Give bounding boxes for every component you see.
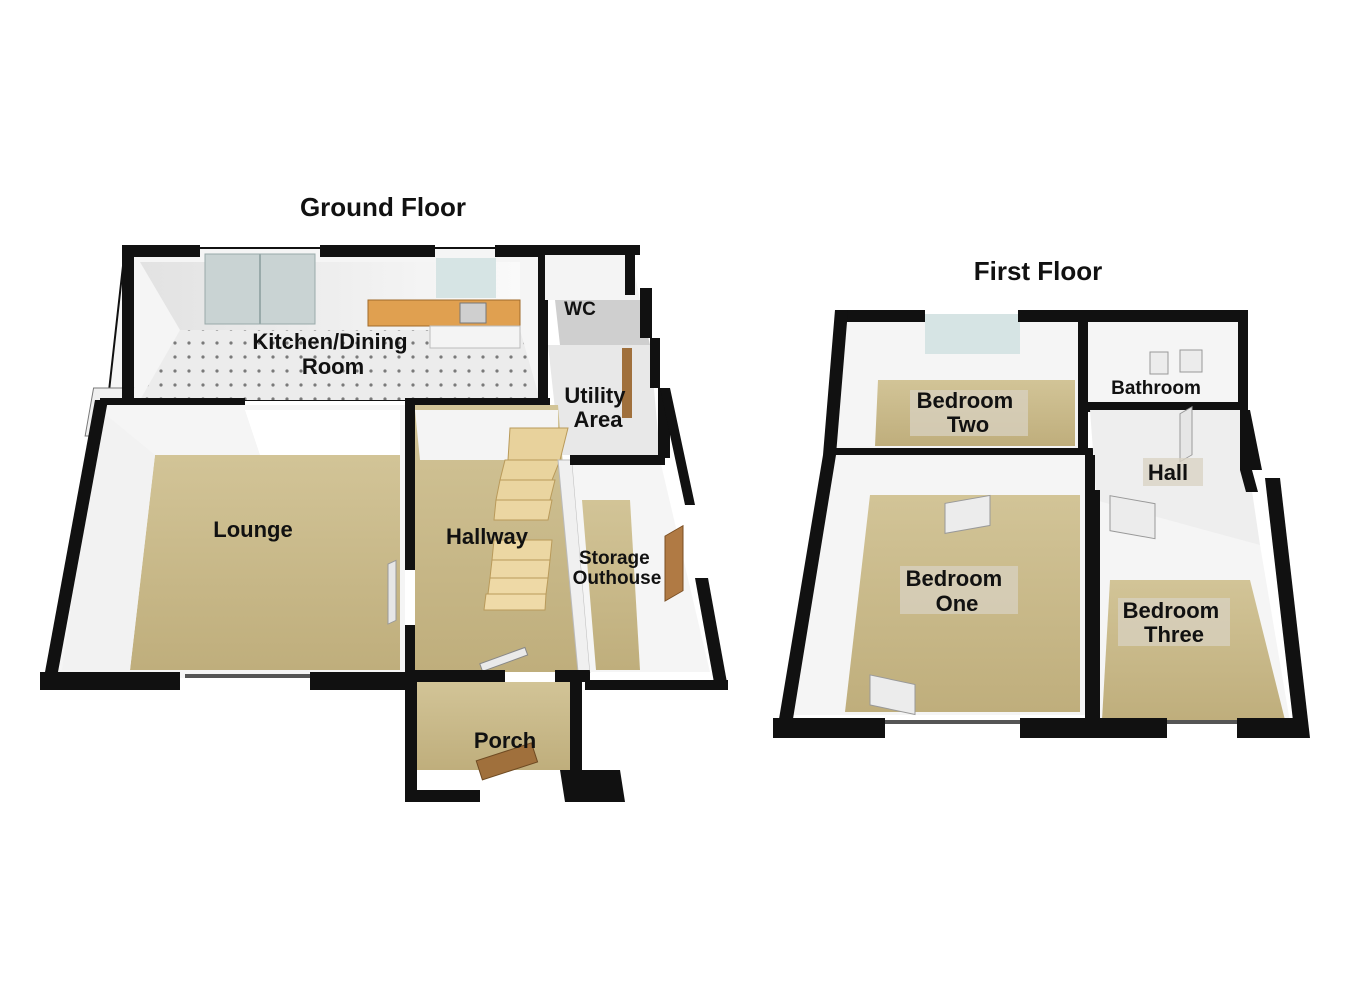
porch-door-icon xyxy=(475,742,539,781)
utility-door-icon xyxy=(622,348,632,418)
ground-floor: Ground Floor Kitchen/Dining xyxy=(40,192,728,802)
toilet-icon xyxy=(1149,351,1169,375)
lounge-room: Lounge xyxy=(40,400,415,690)
storage-outhouse: Storage Outhouse xyxy=(570,388,728,690)
sink-icon xyxy=(459,302,487,324)
utility-label: Utility Area xyxy=(564,383,631,432)
wardrobe-door-icon-2 xyxy=(944,494,991,534)
hallway-label: Hallway xyxy=(446,524,529,549)
hall-door-icon xyxy=(1179,406,1193,463)
first-floor-title: First Floor xyxy=(974,256,1103,286)
porch-label: Porch xyxy=(474,728,536,753)
wardrobe-door-icon xyxy=(869,674,916,716)
bathroom: Bathroom xyxy=(1088,310,1248,412)
bedroom-one-label: Bedroom One xyxy=(906,566,1009,616)
porch: Porch xyxy=(405,680,625,802)
outhouse-door-icon xyxy=(664,524,684,602)
storage-label: Storage Outhouse xyxy=(573,548,662,589)
wc-room: WC xyxy=(540,245,652,345)
bedroom-two: Bedroom Two xyxy=(823,310,1093,458)
ground-floor-title: Ground Floor xyxy=(300,192,466,222)
wc-label: WC xyxy=(564,299,596,320)
bedroom-three-door-icon xyxy=(1109,495,1156,540)
kitchen-worktop xyxy=(367,299,521,327)
utility-area: Utility Area xyxy=(548,338,670,458)
hall-label: Hall xyxy=(1148,460,1188,485)
bathroom-label: Bathroom xyxy=(1111,378,1201,399)
kitchen-label: Kitchen/Dining Room xyxy=(252,329,413,379)
hallway: Hallway xyxy=(405,405,591,682)
staircase xyxy=(483,427,569,611)
basin-icon xyxy=(1179,349,1203,373)
bedroom-two-label: Bedroom Two xyxy=(917,388,1020,437)
bedroom-one: Bedroom One xyxy=(773,455,1100,738)
first-floor: First Floor Bedroom Two B xyxy=(773,256,1310,738)
lounge-door-icon xyxy=(387,559,397,625)
kitchen-dining-room: Kitchen/Dining Room xyxy=(84,245,550,437)
lounge-label: Lounge xyxy=(213,517,292,542)
bedroom-three: Bedroom Three xyxy=(1090,478,1310,738)
hallway-door-icon xyxy=(479,646,529,673)
bedroom-three-label: Bedroom Three xyxy=(1123,598,1226,647)
